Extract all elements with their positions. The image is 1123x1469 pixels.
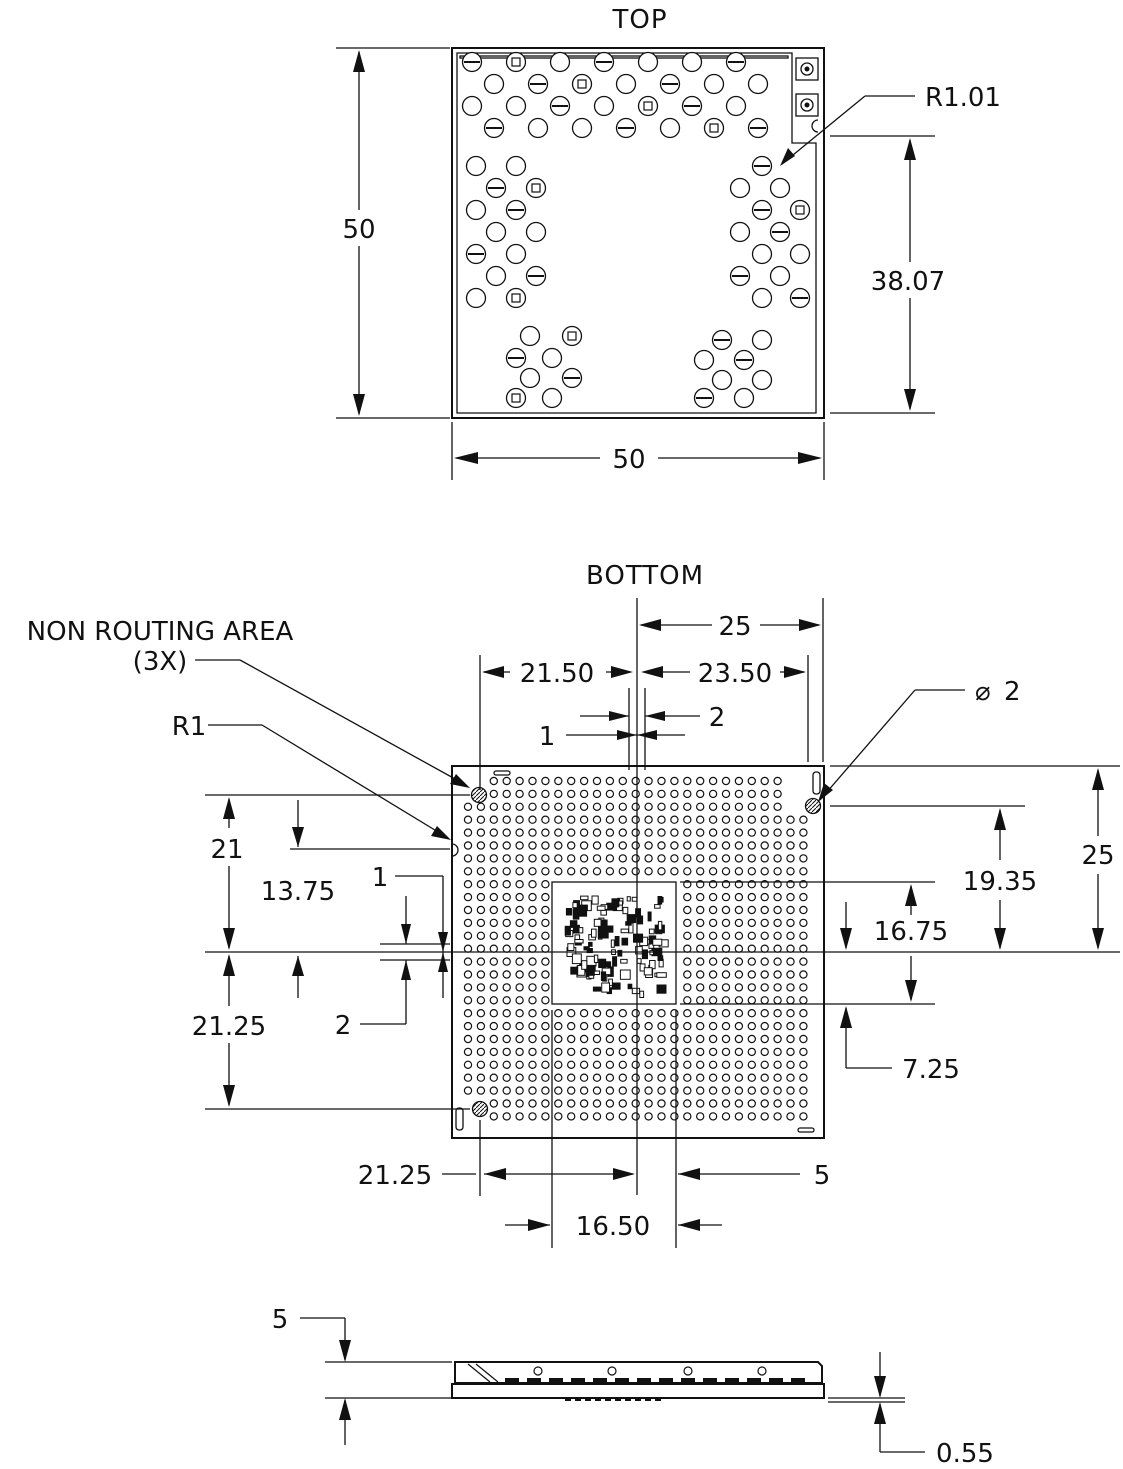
top-radius-label: R1.01 xyxy=(925,83,1001,113)
dim-left-21-50: 21.50 xyxy=(520,659,594,689)
bottom-view: BOTTOM 25 xyxy=(27,561,1120,1248)
dim-right-19-35: 19.35 xyxy=(963,867,1037,897)
bottom-top-dimensions: 25 21.50 23.50 2 1 xyxy=(479,598,824,790)
side-pcb xyxy=(451,1383,825,1399)
dim-right-25: 25 xyxy=(1081,841,1114,871)
dim-right-16-75: 16.75 xyxy=(874,917,948,947)
dim-gap-2-top: 2 xyxy=(709,703,726,733)
hole-diameter-label: 2 xyxy=(1004,677,1021,707)
top-corner-notch xyxy=(811,119,819,133)
dim-left-13-75: 13.75 xyxy=(261,877,335,907)
bottom-bottom-dimensions: 21.25 5 16.50 xyxy=(358,1010,830,1248)
dim-bottom-21-25: 21.25 xyxy=(358,1161,432,1191)
side-shield xyxy=(454,1361,823,1384)
antenna-connectors xyxy=(795,57,819,117)
top-dimensions: 50 50 38.07 R1.01 xyxy=(336,47,1001,480)
center-pad-area xyxy=(551,881,677,1005)
dim-gap-1-top: 1 xyxy=(539,722,556,752)
top-width-dim: 50 xyxy=(612,445,645,475)
dim-right-23-50: 23.50 xyxy=(698,659,772,689)
top-shield-outline xyxy=(456,52,817,414)
dim-gap-2-left: 2 xyxy=(335,1011,352,1041)
shield-vent-holes xyxy=(461,51,811,409)
top-offset-dim: 38.07 xyxy=(871,267,945,297)
top-height-dim: 50 xyxy=(342,215,375,245)
dim-right-7-25: 7.25 xyxy=(902,1055,960,1085)
center-components xyxy=(564,895,669,999)
dim-top-25: 25 xyxy=(718,612,751,642)
non-routing-area-markers xyxy=(470,786,822,1118)
bga-pad-array xyxy=(463,776,808,1121)
dim-bottom-5: 5 xyxy=(814,1161,831,1191)
bottom-right-dimensions: 25 19.35 16.75 7.25 xyxy=(680,765,1120,1085)
bottom-callouts: NON ROUTING AREA (3X) R1 ⌀ 2 xyxy=(27,617,1021,840)
non-routing-area-label: NON ROUTING AREA xyxy=(27,617,294,647)
non-routing-count-label: (3X) xyxy=(133,647,188,677)
dim-bottom-16-50: 16.50 xyxy=(576,1212,650,1242)
dim-left-21-25: 21.25 xyxy=(192,1012,266,1042)
dim-gap-1-left: 1 xyxy=(372,863,389,893)
bottom-view-title: BOTTOM xyxy=(586,561,704,591)
bottom-left-dimensions: 21 21.25 13.75 1 2 xyxy=(192,794,470,1110)
dim-left-21: 21 xyxy=(210,835,243,865)
radius-label: R1 xyxy=(172,712,207,742)
top-board-outline xyxy=(451,47,825,419)
side-thickness-dim: 0.55 xyxy=(936,1439,994,1469)
top-view: TOP 50 xyxy=(336,5,1001,480)
diameter-symbol: ⌀ xyxy=(975,677,991,707)
side-components xyxy=(467,1363,805,1401)
side-height-dim: 5 xyxy=(272,1305,289,1335)
top-view-title: TOP xyxy=(611,5,667,35)
side-view: 5 0.55 xyxy=(272,1305,994,1469)
